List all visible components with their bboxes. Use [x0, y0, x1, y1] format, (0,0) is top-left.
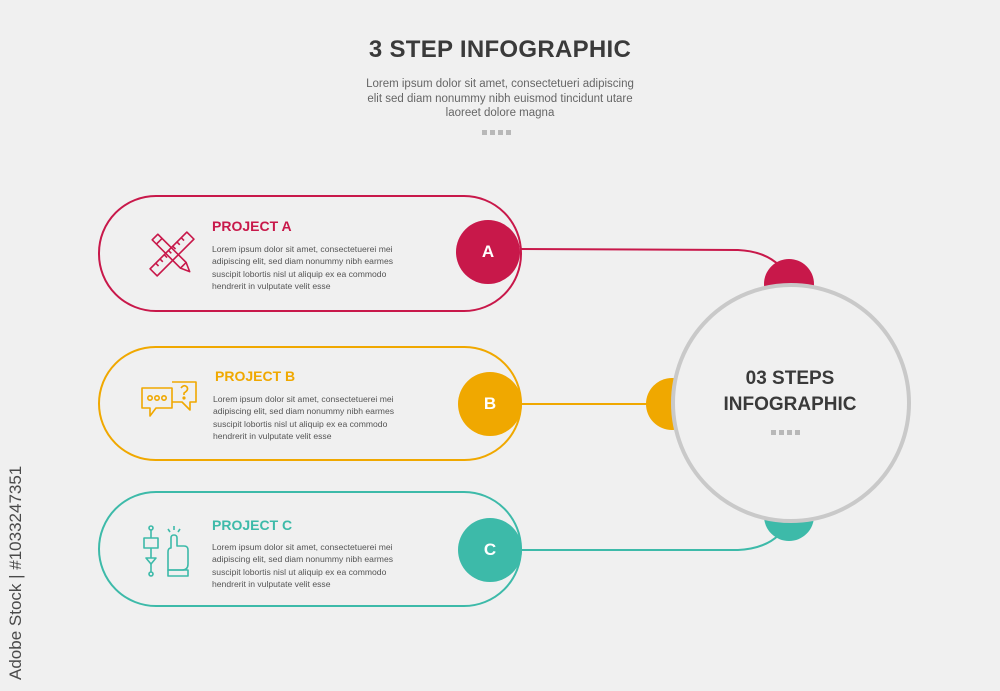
pencil-ruler-icon	[149, 231, 195, 277]
subtitle-line: Lorem ipsum dolor sit amet, consectetuer…	[366, 78, 634, 90]
chat-question-icon	[141, 381, 197, 417]
page-subtitle: Lorem ipsum dolor sit amet, consectetuer…	[330, 77, 670, 121]
step-text-a: Lorem ipsum dolor sit amet, consectetuer…	[212, 243, 417, 292]
step-text-line: hendrerit in vulputate velit esse	[212, 280, 331, 291]
step-text-line: Lorem ipsum dolor sit amet, consectetuer…	[212, 542, 393, 552]
step-text-line: hendrerit in vulputate velit esse	[212, 578, 331, 589]
step-text-b: Lorem ipsum dolor sit amet, consectetuer…	[213, 393, 418, 442]
step-badge-a: A	[456, 220, 520, 284]
hub-title: 03 STEPS INFOGRAPHIC	[690, 366, 890, 418]
connector-a	[519, 248, 791, 283]
step-title-b: PROJECT B	[215, 368, 296, 384]
stock-watermark: Adobe Stock | #1033247351	[6, 465, 25, 680]
subtitle-line: elit sed diam nonummy nibh euismod tinci…	[367, 92, 633, 105]
step-text-c: Lorem ipsum dolor sit amet, consectetuer…	[212, 541, 417, 590]
step-title-a: PROJECT A	[212, 218, 292, 234]
step-title-c: PROJECT C	[212, 517, 293, 533]
header-dots-decoration	[482, 130, 511, 135]
step-text-line: suscipit lobortis nisl ut aliquip ex ea …	[213, 418, 388, 429]
step-badge-c: C	[458, 518, 522, 582]
step-text-line: suscipit lobortis nisl ut aliquip ex ea …	[212, 566, 387, 577]
connector-c	[520, 517, 791, 551]
robot-hand-flowchart-icon	[143, 525, 189, 577]
hub-title-line: INFOGRAPHIC	[723, 394, 857, 415]
hub-dots-decoration	[771, 430, 800, 435]
subtitle-line: laoreet dolore magna	[445, 107, 555, 119]
hub-circle	[671, 283, 911, 523]
step-text-line: suscipit lobortis nisl ut aliquip ex ea …	[212, 268, 387, 279]
step-text-line: hendrerit in vulputate velit esse	[213, 430, 332, 441]
step-text-line: adipiscing elit, sed diam nonummy nibh e…	[213, 406, 395, 417]
step-text-line: adipiscing elit, sed diam nonummy nibh e…	[212, 554, 394, 565]
hub-title-line: 03 STEPS	[745, 368, 835, 389]
step-text-line: Lorem ipsum dolor sit amet, consectetuer…	[213, 394, 394, 404]
step-text-line: adipiscing elit, sed diam nonummy nibh e…	[212, 256, 394, 267]
page-title: 3 STEP INFOGRAPHIC	[368, 36, 632, 63]
step-badge-b: B	[458, 372, 522, 436]
step-text-line: Lorem ipsum dolor sit amet, consectetuer…	[212, 244, 393, 254]
step-card-a	[98, 195, 522, 312]
